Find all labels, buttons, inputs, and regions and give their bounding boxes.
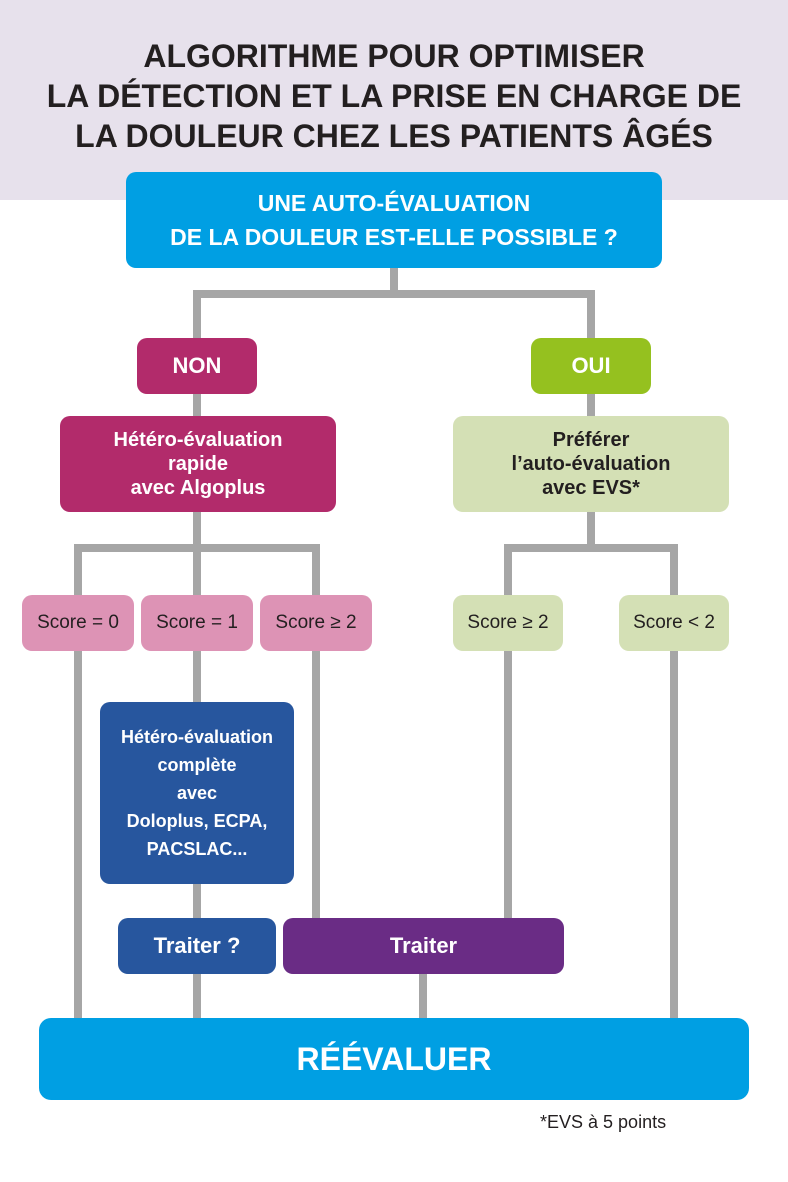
traiter-question-box: Traiter ? xyxy=(118,918,276,974)
hetero-line-3: avec Algoplus xyxy=(130,477,266,499)
title-banner xyxy=(0,0,788,200)
score-ge-2-non-box: Score ≥ 2 xyxy=(260,595,372,651)
traiter-box: Traiter xyxy=(283,918,564,974)
complete-line-2: complète xyxy=(157,755,237,775)
oui-box: OUI xyxy=(531,338,651,394)
title-line-3: LA DOULEUR CHEZ LES PATIENTS ÂGÉS xyxy=(75,118,713,154)
question-line-1: UNE AUTO-ÉVALUATION xyxy=(257,190,531,216)
reevaluer-box: RÉÉVALUER xyxy=(39,1018,749,1100)
page-title: ALGORITHME POUR OPTIMISER LA DÉTECTION E… xyxy=(0,36,788,156)
complete-line-1: Hétéro-évaluation xyxy=(120,727,274,747)
preferer-auto-evaluation-box: Préférer l’auto-évaluation avec EVS* xyxy=(453,416,729,512)
hetero-line-2: rapide xyxy=(167,453,229,475)
hetero-evaluation-rapide-box: Hétéro-évaluation rapide avec Algoplus xyxy=(60,416,336,512)
prefer-line-3: avec EVS* xyxy=(542,477,640,499)
question-line-2: DE LA DOULEUR EST-ELLE POSSIBLE ? xyxy=(170,224,618,250)
score-ge-2-oui-box: Score ≥ 2 xyxy=(453,595,563,651)
score-lt-2-box: Score < 2 xyxy=(619,595,729,651)
hetero-line-1: Hétéro-évaluation xyxy=(113,429,283,451)
prefer-line-2: l’auto-évaluation xyxy=(511,453,671,475)
hetero-evaluation-complete-box: Hétéro-évaluation complète avec Doloplus… xyxy=(100,702,294,884)
title-line-1: ALGORITHME POUR OPTIMISER xyxy=(143,38,645,74)
question-box: UNE AUTO-ÉVALUATION DE LA DOULEUR EST-EL… xyxy=(126,172,662,268)
non-box: NON xyxy=(137,338,257,394)
title-line-2: LA DÉTECTION ET LA PRISE EN CHARGE DE xyxy=(46,78,742,114)
score-0-box: Score = 0 xyxy=(22,595,134,651)
footnote: *EVS à 5 points xyxy=(540,1112,667,1132)
complete-line-5: PACSLAC... xyxy=(146,839,248,859)
complete-line-3: avec xyxy=(176,783,218,803)
prefer-line-1: Préférer xyxy=(552,429,630,451)
score-1-box: Score = 1 xyxy=(141,595,253,651)
complete-line-4: Doloplus, ECPA, xyxy=(126,811,268,831)
